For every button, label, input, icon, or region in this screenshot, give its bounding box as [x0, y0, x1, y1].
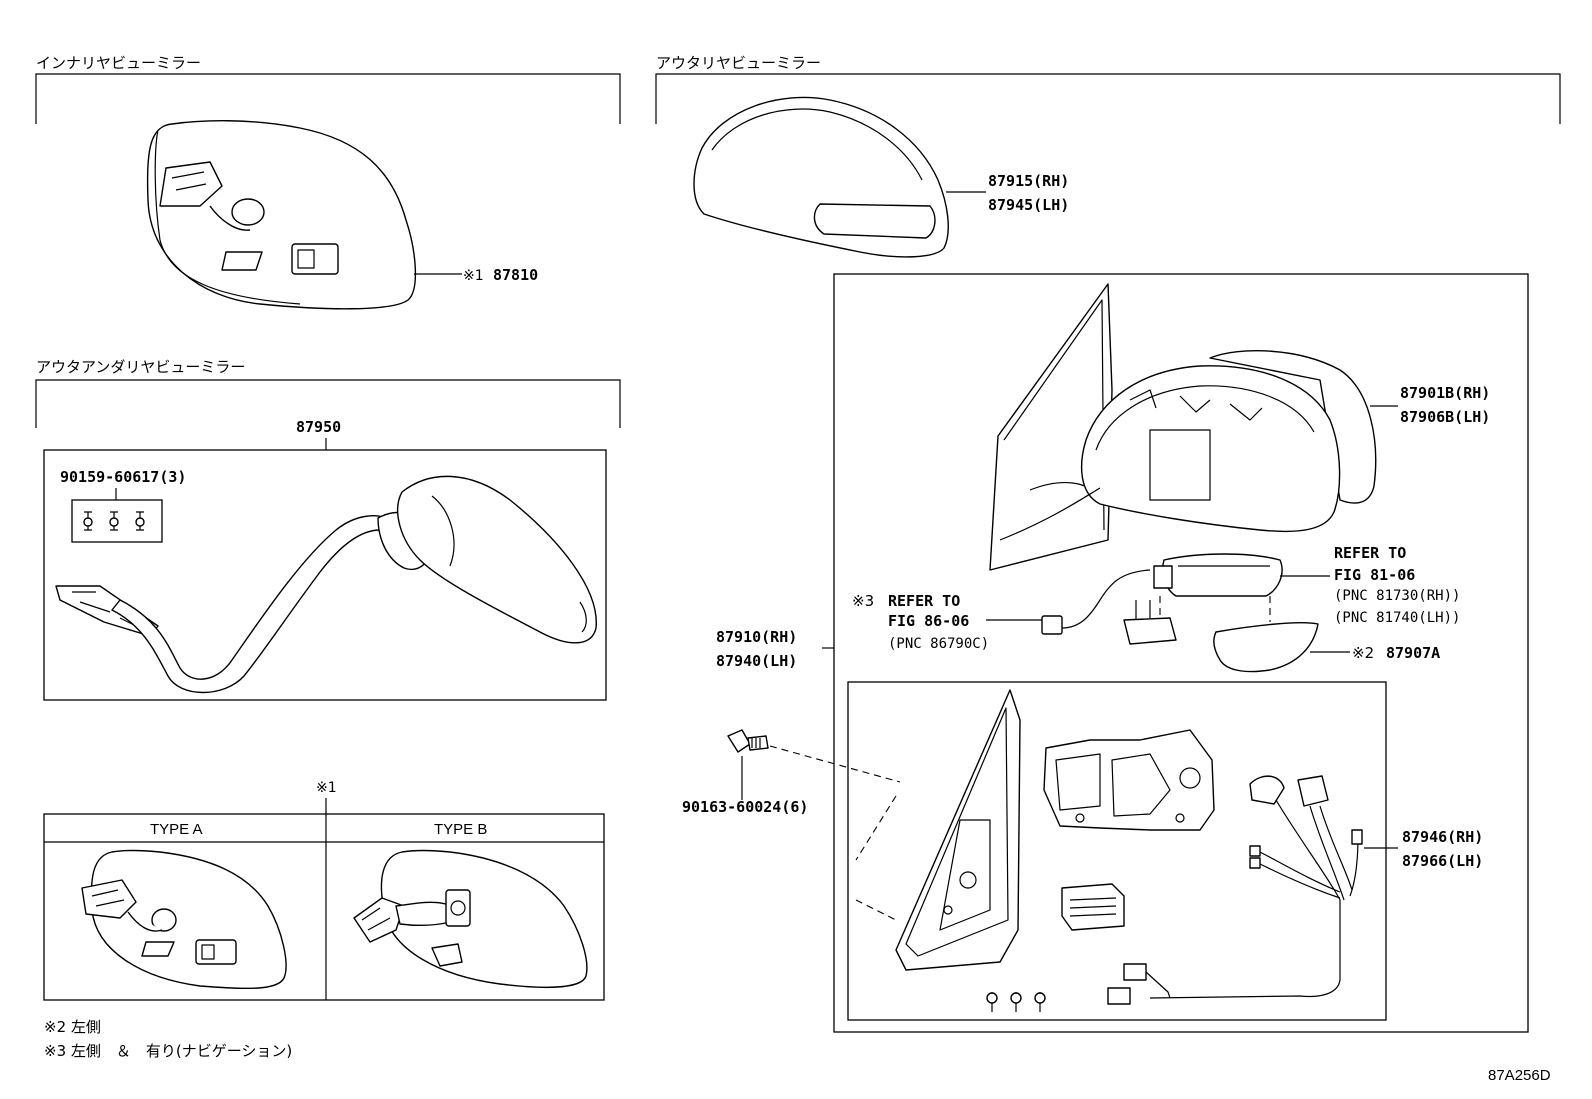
refer-81-06-line1: REFER TO [1334, 544, 1406, 562]
part-number-87945: 87945(LH) [988, 196, 1069, 214]
part-number-87810: 87810 [493, 266, 538, 284]
screw-box-90159 [71, 499, 163, 543]
mark-1-label: ※1 [463, 268, 484, 284]
mirror-cover-illustration [693, 96, 949, 258]
section-title-inner-mirror: インナリヤビューミラー [36, 54, 201, 72]
bolt-90163-illustration [727, 729, 769, 753]
outer-mirror-bracket [655, 73, 1561, 124]
part-number-87946: 87946(RH) [1402, 828, 1483, 846]
refer-86-06-line3: (PNC 86790C) [888, 636, 989, 652]
refer-86-06-line2: FIG 86-06 [888, 612, 969, 630]
note-mark-3: ※3 左側 ＆ 有り(ナビゲーション) [44, 1042, 292, 1060]
part-number-87907a: 87907A [1386, 644, 1440, 662]
wire-harness-illustration [1107, 775, 1363, 1005]
connector-illustration [1061, 883, 1125, 931]
inner-mirror-bracket [35, 73, 621, 124]
type-a-label: TYPE A [150, 821, 203, 838]
part-number-90159: 90159-60617(3) [60, 468, 186, 486]
figure-id: 87A256D [1488, 1067, 1551, 1084]
under-mirror-box [43, 449, 607, 701]
part-number-87910: 87910(RH) [716, 628, 797, 646]
inner-mirror-illustration [146, 120, 417, 310]
bolt-dash-line [769, 745, 901, 783]
type-b-label: TYPE B [434, 821, 487, 838]
refer-86-06-line1: REFER TO [888, 592, 960, 610]
part-number-87906b: 87906B(LH) [1400, 408, 1490, 426]
part-number-87915: 87915(RH) [988, 172, 1069, 190]
section-title-outer-mirror: アウタリヤビューミラー [656, 54, 821, 72]
mark-1-header: ※1 [316, 780, 337, 796]
mirror-assembly-illustration [989, 283, 1377, 571]
refer-81-06-line4: (PNC 81740(LH)) [1334, 610, 1460, 626]
part-number-87901b: 87901B(RH) [1400, 384, 1490, 402]
type-b-mirror-illustration [353, 849, 588, 988]
part-number-87966: 87966(LH) [1402, 852, 1483, 870]
lower-cover-illustration [1213, 622, 1319, 673]
type-table [43, 813, 605, 1001]
turn-signal-illustration [1041, 553, 1283, 645]
type-a-mirror-illustration [81, 849, 287, 990]
mark-2-label: ※2 [1352, 644, 1374, 662]
refer-81-06-line2: FIG 81-06 [1334, 566, 1415, 584]
part-number-87940: 87940(LH) [716, 652, 797, 670]
part-number-87950: 87950 [296, 418, 341, 436]
section-title-under-mirror: アウタアンダリヤビューミラー [36, 358, 245, 376]
part-number-90163: 90163-60024(6) [682, 798, 808, 816]
base-assembly-box [847, 681, 1387, 1021]
actuator-illustration [1043, 729, 1215, 831]
refer-81-06-line3: (PNC 81730(RH)) [1334, 588, 1460, 604]
under-mirror-illustration [55, 475, 597, 694]
mark-3-label: ※3 [852, 592, 874, 610]
under-mirror-bracket [35, 379, 621, 428]
note-mark-2: ※2 左側 [44, 1018, 101, 1036]
screws-bottom-illustration [986, 992, 1046, 1012]
outer-mirror-assembly-box [833, 273, 1529, 1033]
screws-90159-illustration [83, 511, 145, 531]
mirror-base-illustration [855, 689, 1021, 971]
